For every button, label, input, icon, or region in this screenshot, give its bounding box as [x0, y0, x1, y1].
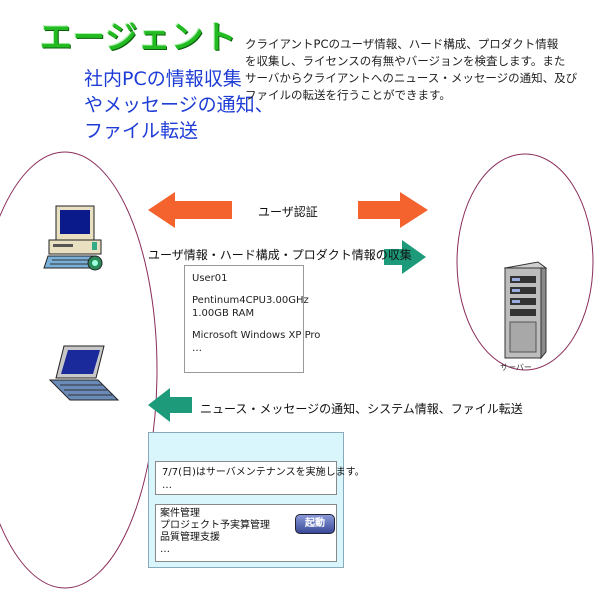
collect-label: ユーザ情報・ハード構成・プロダクト情報の収集 — [148, 248, 412, 262]
notice-box: 7/7(日)はサーバメンテナンスを実施します。 … — [155, 461, 365, 495]
info-cpu: Pentinum4CPU3.00GHz — [192, 295, 309, 306]
menu-more: … — [160, 544, 170, 555]
notice-more: … — [162, 480, 172, 491]
menu-box: 案件管理 プロジェクト予実算管理 品質管理支援 … 起動 — [155, 504, 337, 562]
auth-arrow-right — [358, 192, 428, 228]
description-line: サーバからクライアントへのニュース・メッセージの通知、及び — [245, 71, 578, 85]
description-line: を収集し、ライセンスの有無やバージョンを検査します。また — [245, 54, 566, 68]
info-more: … — [192, 343, 202, 354]
subtitle: 社内PCの情報収集 やメッセージの通知、 ファイル転送 — [84, 66, 274, 144]
notify-label: ニュース・メッセージの通知、システム情報、ファイル転送 — [200, 402, 523, 416]
description-line: ファイルの転送を行うことができます。 — [245, 88, 451, 102]
server-ellipse — [456, 153, 594, 371]
server-label: サーバー — [500, 363, 532, 372]
server-icon — [503, 261, 548, 360]
desktop-pc-icon — [43, 205, 103, 271]
auth-arrow-left — [148, 192, 232, 228]
page-title: エージェント — [40, 18, 238, 56]
notice-text: 7/7(日)はサーバメンテナンスを実施します。 — [162, 467, 365, 478]
info-ram: 1.00GB RAM — [192, 308, 255, 319]
menu-item[interactable]: プロジェクト予実算管理 — [160, 520, 270, 531]
info-user: User01 — [192, 273, 228, 284]
menu-item[interactable]: 品質管理支援 — [160, 532, 220, 543]
menu-item[interactable]: 案件管理 — [160, 508, 200, 519]
description: クライアントPCのユーザ情報、ハード構成、プロダクト情報 を収集し、ライセンスの… — [245, 36, 578, 104]
subtitle-line: ファイル転送 — [84, 120, 199, 142]
client-window: 7/7(日)はサーバメンテナンスを実施します。 … 案件管理 プロジェクト予実算… — [148, 432, 365, 568]
collected-info-box: User01 Pentinum4CPU3.00GHz 1.00GB RAM Mi… — [184, 265, 321, 373]
auth-label: ユーザ認証 — [258, 205, 318, 219]
laptop-icon — [48, 345, 120, 401]
subtitle-line: やメッセージの通知、 — [84, 94, 274, 116]
info-os: Microsoft Windows XP Pro — [192, 330, 321, 341]
notify-arrow-left — [148, 388, 192, 422]
launch-button[interactable]: 起動 — [295, 514, 335, 534]
client-ellipse — [0, 151, 158, 589]
collect-arrow-right — [384, 240, 426, 274]
description-line: クライアントPCのユーザ情報、ハード構成、プロダクト情報 — [245, 37, 559, 51]
subtitle-line: 社内PCの情報収集 — [84, 68, 242, 90]
